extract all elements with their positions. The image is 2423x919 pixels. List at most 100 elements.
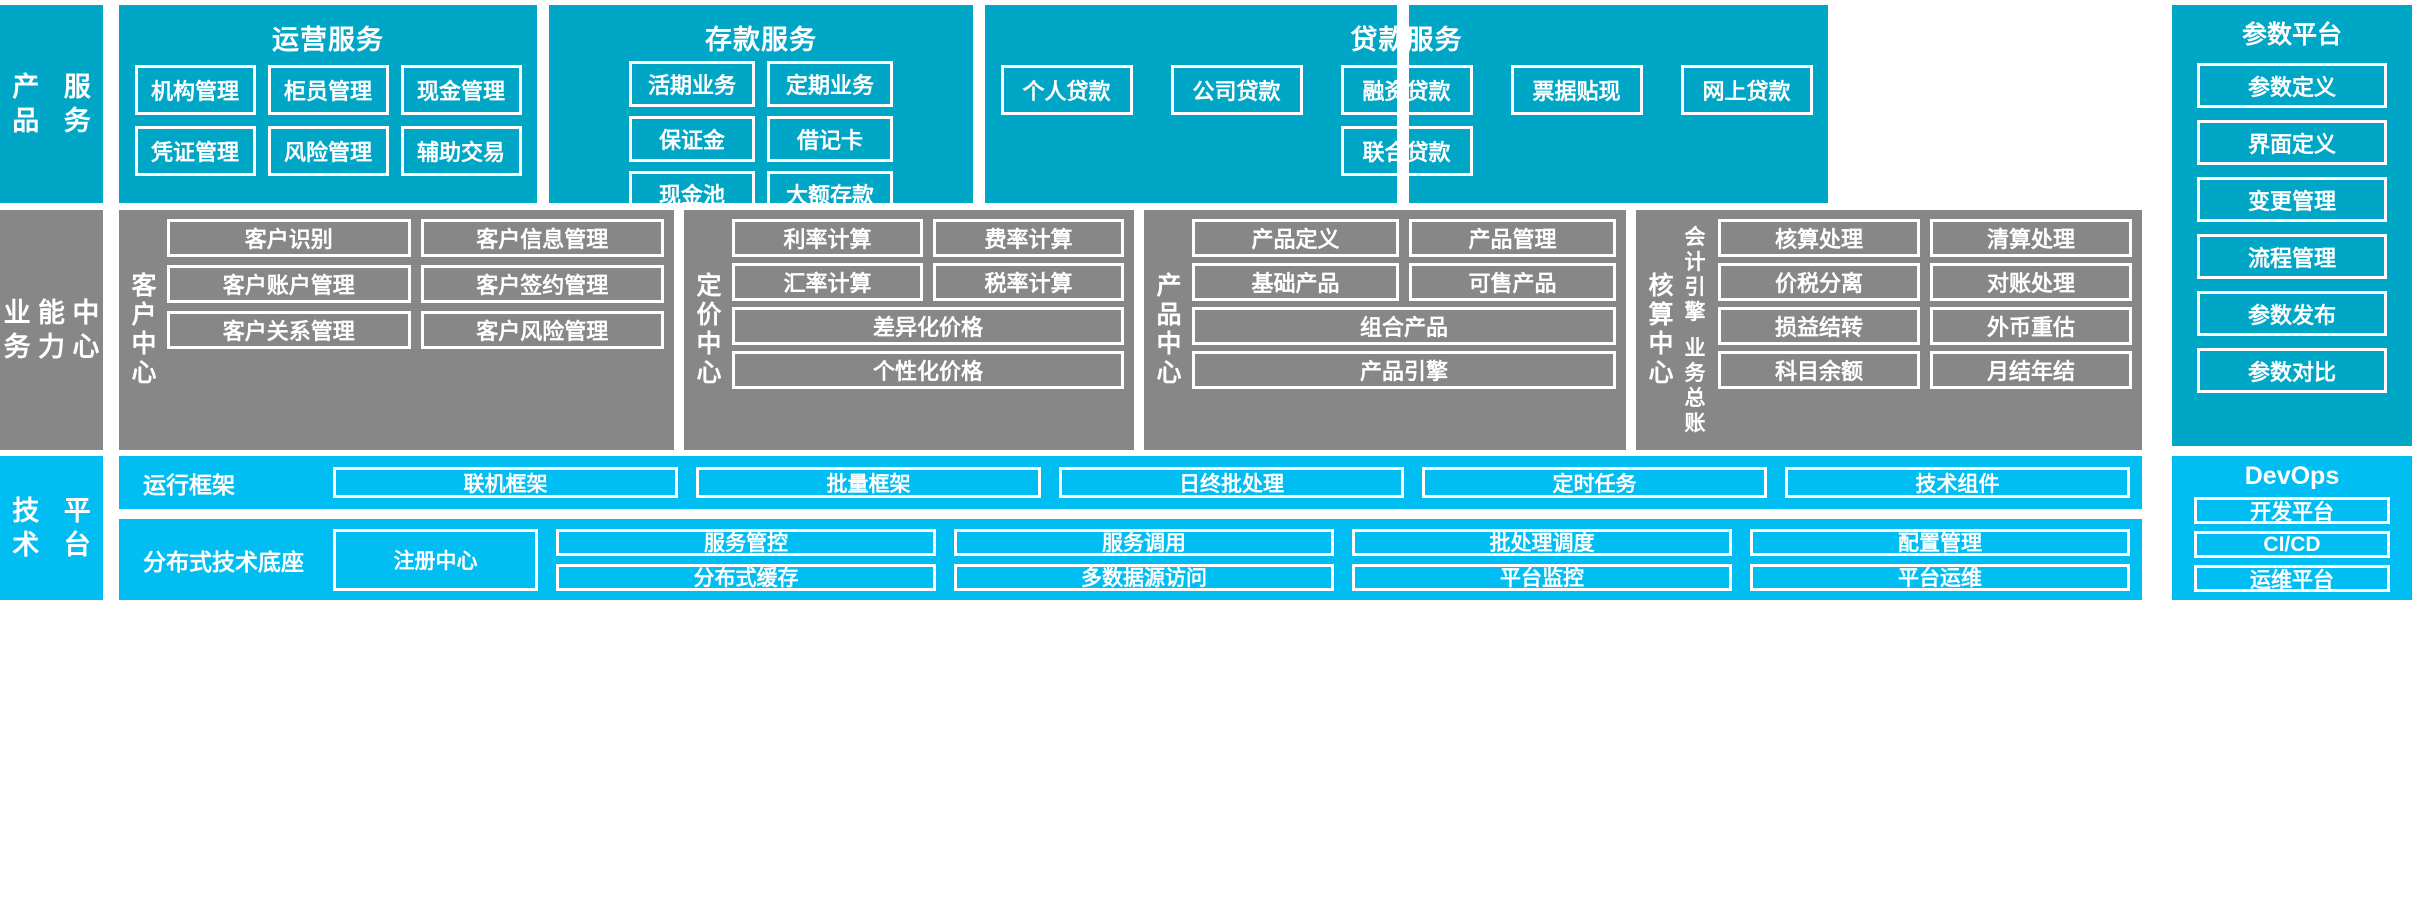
capability-item[interactable]: 客户关系管理 xyxy=(167,311,411,349)
center-customer: 客户中心 客户识别 客户信息管理 客户账户管理 客户签约管理 客户关系管理 客户… xyxy=(119,210,674,450)
group-title-deposit-services: 存款服务 xyxy=(705,25,817,55)
tech-item[interactable]: 服务调用 xyxy=(954,528,1334,556)
parameter-item[interactable]: 参数定义 xyxy=(2197,63,2387,108)
base-column: 服务管控 分布式缓存 xyxy=(556,528,936,591)
capability-item[interactable]: 费率计算 xyxy=(933,219,1124,257)
group-items-loan-services: 个人贷款 公司贷款 融资贷款 票据贴现 网上贷款 联合贷款 xyxy=(985,57,1828,176)
group-loan-services-right xyxy=(1409,5,1828,203)
capability-item[interactable]: 核算处理 xyxy=(1718,219,1920,257)
group-loan-services: 贷款服务 个人贷款 公司贷款 融资贷款 票据贴现 网上贷款 联合贷款 xyxy=(985,5,1828,203)
center-label-accounting: 核算中心 xyxy=(1648,272,1674,387)
tech-item[interactable]: 技术组件 xyxy=(1785,467,2130,498)
service-item[interactable]: 联合贷款 xyxy=(1340,126,1473,176)
distributed-base-columns: 服务管控 分布式缓存 服务调用 多数据源访问 批处理调度 平台监控 配置管理 平… xyxy=(556,528,2130,591)
capability-item[interactable]: 客户识别 xyxy=(167,219,411,257)
service-item[interactable]: 借记卡 xyxy=(767,116,893,162)
group-operation-services: 运营服务 机构管理 柜员管理 现金管理 凭证管理 风险管理 辅助交易 xyxy=(119,5,537,203)
service-item[interactable]: 机构管理 xyxy=(134,65,256,115)
base-column: 配置管理 平台运维 xyxy=(1750,528,2130,591)
parameter-item[interactable]: 参数对比 xyxy=(2197,348,2387,393)
parameter-item[interactable]: 界面定义 xyxy=(2197,120,2387,165)
capability-item[interactable]: 客户账户管理 xyxy=(167,265,411,303)
tech-item[interactable]: 服务管控 xyxy=(556,528,936,556)
lane-label-technology-platform: 技术平台 xyxy=(0,456,103,600)
service-item[interactable]: 柜员管理 xyxy=(267,65,389,115)
capability-item[interactable]: 产品管理 xyxy=(1409,219,1616,257)
panel-title-run-framework: 运行框架 xyxy=(143,471,235,498)
parameter-item[interactable]: 参数发布 xyxy=(2197,291,2387,336)
capability-item[interactable]: 客户风险管理 xyxy=(420,311,664,349)
parameter-item[interactable]: 流程管理 xyxy=(2197,234,2387,279)
parameter-item[interactable]: 变更管理 xyxy=(2197,177,2387,222)
center-label-product: 产品中心 xyxy=(1156,272,1182,387)
devops-item[interactable]: CI/CD xyxy=(2194,531,2390,558)
tech-item-registry[interactable]: 注册中心 xyxy=(333,528,538,591)
devops-item[interactable]: 运维平台 xyxy=(2194,565,2390,592)
service-item[interactable]: 公司贷款 xyxy=(1170,65,1303,115)
service-item[interactable]: 辅助交易 xyxy=(400,126,522,176)
capability-item[interactable]: 外币重估 xyxy=(1930,307,2132,345)
tech-item[interactable]: 联机框架 xyxy=(333,467,678,498)
group-loan-services-left xyxy=(985,5,1397,203)
service-item[interactable]: 网上贷款 xyxy=(1680,65,1813,115)
tech-item[interactable]: 定时任务 xyxy=(1422,467,1767,498)
registry-center-wrapper: 注册中心 xyxy=(333,528,538,591)
service-item[interactable]: 风险管理 xyxy=(267,126,389,176)
base-column: 批处理调度 平台监控 xyxy=(1352,528,1732,591)
capability-item[interactable]: 可售产品 xyxy=(1409,263,1616,301)
center-product: 产品中心 产品定义 产品管理 基础产品 可售产品 组合产品 产品引擎 xyxy=(1144,210,1626,450)
service-item[interactable]: 融资贷款 xyxy=(1340,65,1473,115)
capability-item[interactable]: 个性化价格 xyxy=(732,351,1124,389)
capability-item[interactable]: 产品定义 xyxy=(1192,219,1399,257)
tech-item[interactable]: 分布式缓存 xyxy=(556,563,936,591)
tech-item[interactable]: 批量框架 xyxy=(696,467,1041,498)
panel-title-parameter-platform: 参数平台 xyxy=(2241,21,2342,49)
service-item[interactable]: 个人贷款 xyxy=(1000,65,1133,115)
tech-item[interactable]: 批处理调度 xyxy=(1352,528,1732,556)
service-item[interactable]: 大额存款 xyxy=(767,171,893,217)
group-deposit-services: 存款服务 活期业务 定期业务 保证金 借记卡 现金池 大额存款 结构性存款 账户… xyxy=(549,5,973,327)
layer-business-capability: 业务能力中心 客户中心 客户识别 客户信息管理 客户账户管理 客户签约管理 客户… xyxy=(0,210,2423,450)
sub-label-business-ledger: 业务总账 xyxy=(1684,336,1706,435)
service-item[interactable]: 票据贴现 xyxy=(1510,65,1643,115)
capability-item[interactable]: 对账处理 xyxy=(1930,263,2132,301)
tech-item[interactable]: 配置管理 xyxy=(1750,528,2130,556)
service-item[interactable]: 现金管理 xyxy=(400,65,522,115)
capability-item[interactable]: 税率计算 xyxy=(933,263,1124,301)
tech-item[interactable]: 日终批处理 xyxy=(1059,467,1404,498)
devops-items: 开发平台 CI/CD 运维平台 xyxy=(2172,491,2412,592)
panel-distributed-base: 分布式技术底座 注册中心 服务管控 分布式缓存 服务调用 多数据源访问 批处理调… xyxy=(119,519,2142,600)
group-title-loan-services: 贷款服务 xyxy=(1350,25,1463,55)
capability-item[interactable]: 产品引擎 xyxy=(1192,351,1616,389)
service-item[interactable]: 活期业务 xyxy=(629,61,755,107)
service-item[interactable]: 保证金 xyxy=(629,116,755,162)
center-accounting: 核算中心 会计引擎 业务总账 核算处理 清算处理 价税分离 xyxy=(1636,210,2142,450)
capability-item[interactable]: 价税分离 xyxy=(1718,263,1920,301)
capability-item[interactable]: 汇率计算 xyxy=(732,263,923,301)
capability-item[interactable]: 科目余额 xyxy=(1718,351,1920,389)
capability-item[interactable]: 组合产品 xyxy=(1192,307,1616,345)
center-pricing: 定价中心 利率计算 费率计算 汇率计算 税率计算 差异化价格 个性化价格 xyxy=(684,210,1134,450)
capability-item[interactable]: 客户信息管理 xyxy=(420,219,664,257)
parameter-platform-items: 参数定义 界面定义 变更管理 流程管理 参数发布 参数对比 xyxy=(2172,51,2412,393)
capability-item[interactable]: 差异化价格 xyxy=(732,307,1124,345)
capability-item[interactable]: 客户签约管理 xyxy=(420,265,664,303)
devops-item[interactable]: 开发平台 xyxy=(2194,497,2390,524)
layer-technology-platform: 技术平台 运行框架 联机框架 批量框架 日终批处理 定时任务 技术组件 分布式技… xyxy=(0,456,2423,919)
capability-item[interactable]: 清算处理 xyxy=(1930,219,2132,257)
capability-item[interactable]: 基础产品 xyxy=(1192,263,1399,301)
panel-run-framework: 运行框架 联机框架 批量框架 日终批处理 定时任务 技术组件 xyxy=(119,456,2142,509)
panel-title-devops: DevOps xyxy=(2244,462,2340,490)
lane-label-business-capability: 业务能力中心 xyxy=(0,210,103,450)
sub-label-accounting-engine: 会计引擎 xyxy=(1684,225,1706,324)
service-item[interactable]: 定期业务 xyxy=(767,61,893,107)
tech-item[interactable]: 平台运维 xyxy=(1750,563,2130,591)
tech-item[interactable]: 多数据源访问 xyxy=(954,563,1334,591)
capability-item[interactable]: 月结年结 xyxy=(1930,351,2132,389)
tech-item[interactable]: 平台监控 xyxy=(1352,563,1732,591)
service-item[interactable]: 凭证管理 xyxy=(134,126,256,176)
run-framework-items: 联机框架 批量框架 日终批处理 定时任务 技术组件 xyxy=(333,467,2130,498)
capability-item[interactable]: 利率计算 xyxy=(732,219,923,257)
capability-item[interactable]: 损益结转 xyxy=(1718,307,1920,345)
